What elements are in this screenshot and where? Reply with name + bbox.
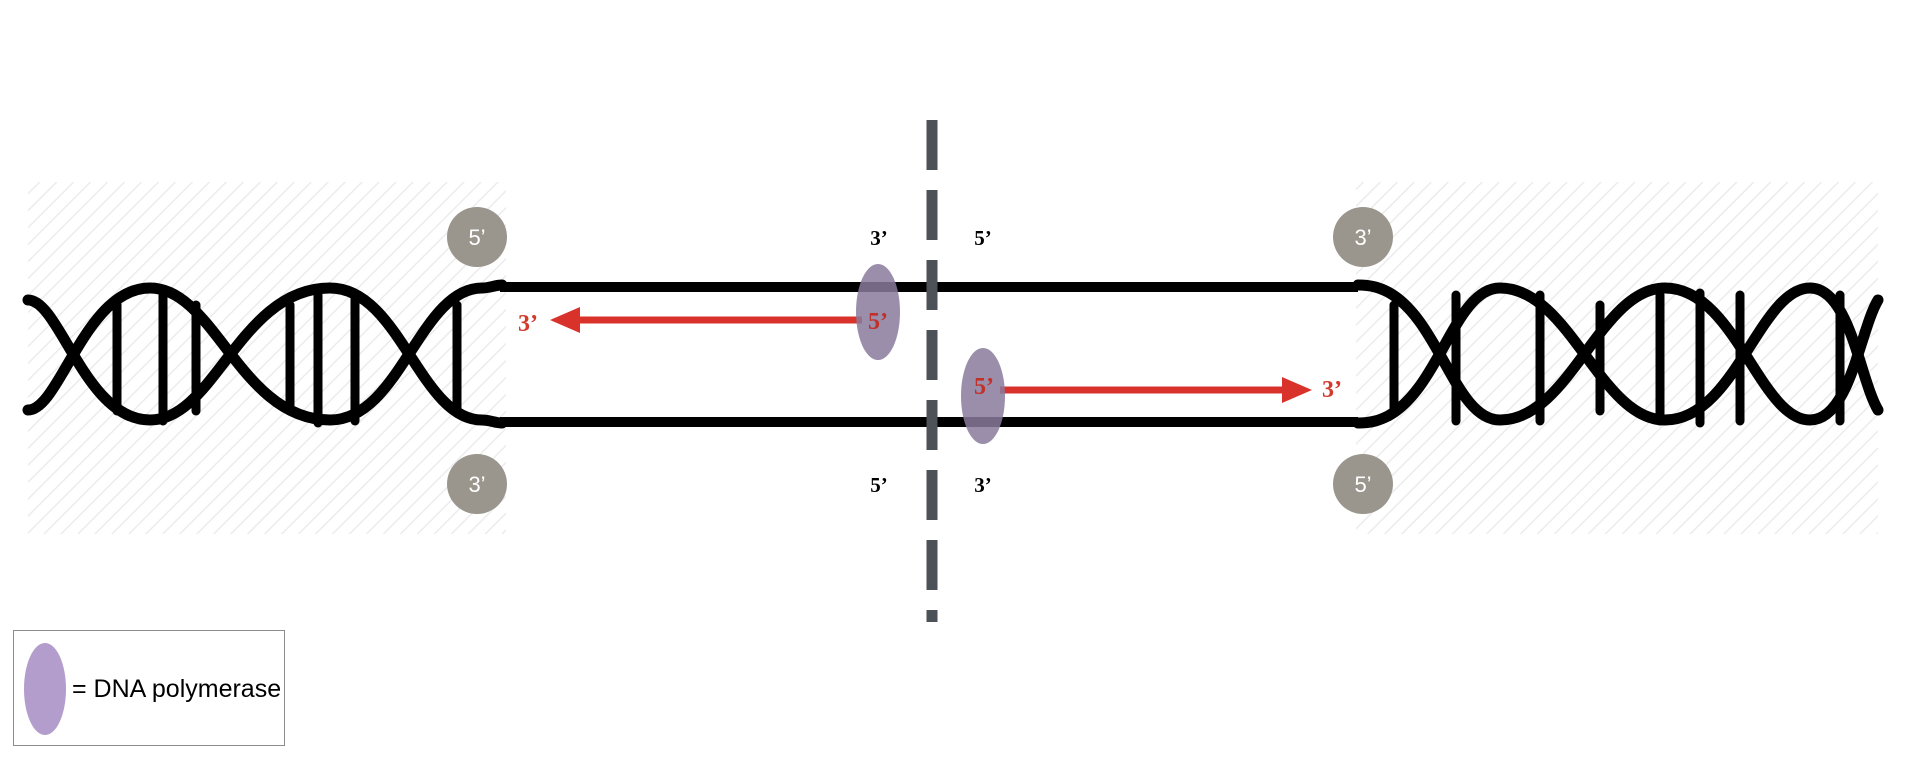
right-bottom-end-label: 5’ (1354, 472, 1371, 497)
left-top-end-marker: 5’ (447, 207, 507, 267)
dna-polymerase-legend-icon (24, 643, 66, 735)
right-fork-top-label: 5’ (974, 226, 992, 250)
legend-box: = DNA polymerase (13, 630, 285, 746)
left-fork-top-label: 3’ (870, 226, 888, 250)
left-bottom-end-marker: 3’ (447, 454, 507, 514)
left-hatched-region (28, 182, 506, 534)
left-top-end-label: 5’ (468, 225, 485, 250)
left-dna-polymerase-icon (856, 264, 900, 360)
left-new-strand-arrowhead (550, 307, 580, 333)
left-polymerase-5prime-label: 5’ (868, 309, 888, 335)
right-new-strand-arrowhead (1282, 377, 1312, 403)
legend-label: = DNA polymerase (72, 675, 282, 703)
right-fork-bottom-label: 3’ (974, 473, 992, 497)
right-polymerase-5prime-label: 5’ (974, 374, 994, 400)
left-new-strand-3prime-label: 3’ (518, 311, 538, 337)
left-fork-bottom-label: 5’ (870, 473, 888, 497)
right-new-strand-3prime-label: 3’ (1322, 377, 1342, 403)
right-top-end-label: 3’ (1354, 225, 1371, 250)
left-dna-helix-icon (22, 279, 508, 429)
left-bottom-end-label: 3’ (468, 472, 485, 497)
right-top-end-marker: 3’ (1333, 207, 1393, 267)
right-dna-polymerase-icon (961, 348, 1005, 444)
right-dna-helix-icon (1352, 279, 1884, 429)
right-bottom-end-marker: 5’ (1333, 454, 1393, 514)
